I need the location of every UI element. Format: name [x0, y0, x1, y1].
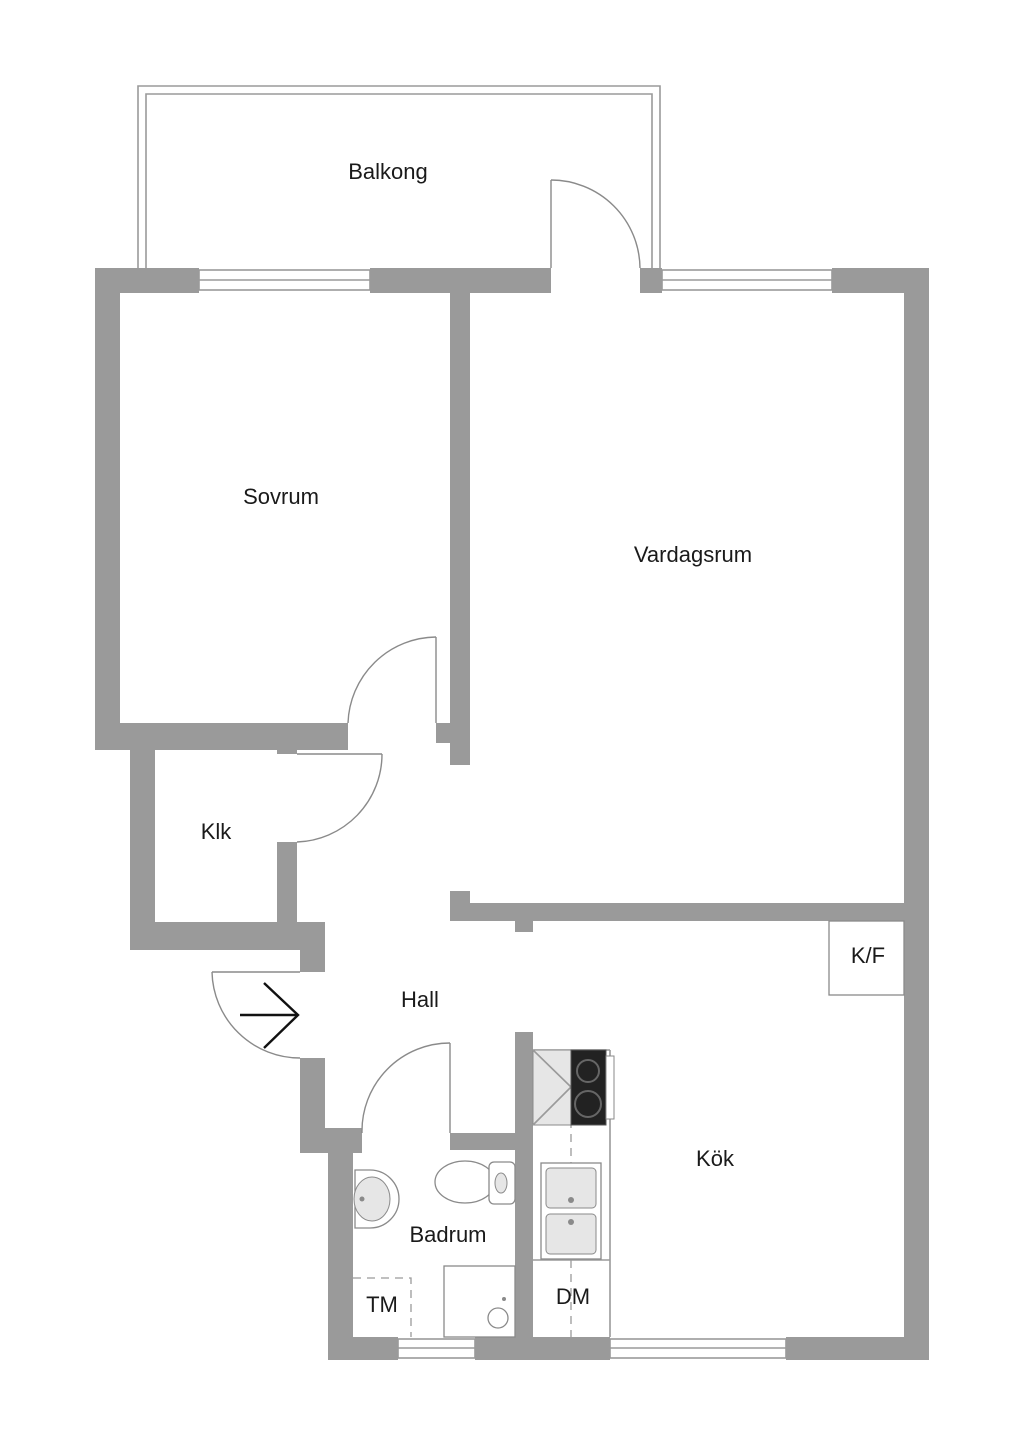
room-label-badrum: Badrum — [409, 1222, 486, 1247]
fridge-freezer-cabinet — [828, 920, 905, 996]
balcony-railing — [137, 85, 661, 268]
walls — [95, 268, 929, 1360]
room-label-klk: Klk — [201, 819, 233, 844]
shower-icon — [443, 1265, 516, 1338]
toilet-icon — [434, 1160, 516, 1205]
room-label-vardagsrum: Vardagsrum — [634, 542, 752, 567]
room-label-hall: Hall — [401, 987, 439, 1012]
washing-machine-outline — [353, 1277, 412, 1337]
entrance-arrow-icon — [240, 982, 300, 1049]
kitchen-sink-icon — [540, 1162, 602, 1260]
windows — [198, 269, 833, 1359]
bathroom-sink-icon — [353, 1169, 400, 1229]
room-label-kok: Kök — [696, 1146, 735, 1171]
room-label-balkong: Balkong — [348, 159, 428, 184]
stove-icon — [570, 1049, 615, 1126]
room-label-dm: DM — [556, 1284, 590, 1309]
room-label-kf: K/F — [851, 943, 885, 968]
room-label-tm: TM — [366, 1292, 398, 1317]
room-label-sovrum: Sovrum — [243, 484, 319, 509]
doors — [211, 179, 641, 1134]
range-hood-icon — [532, 1049, 572, 1126]
